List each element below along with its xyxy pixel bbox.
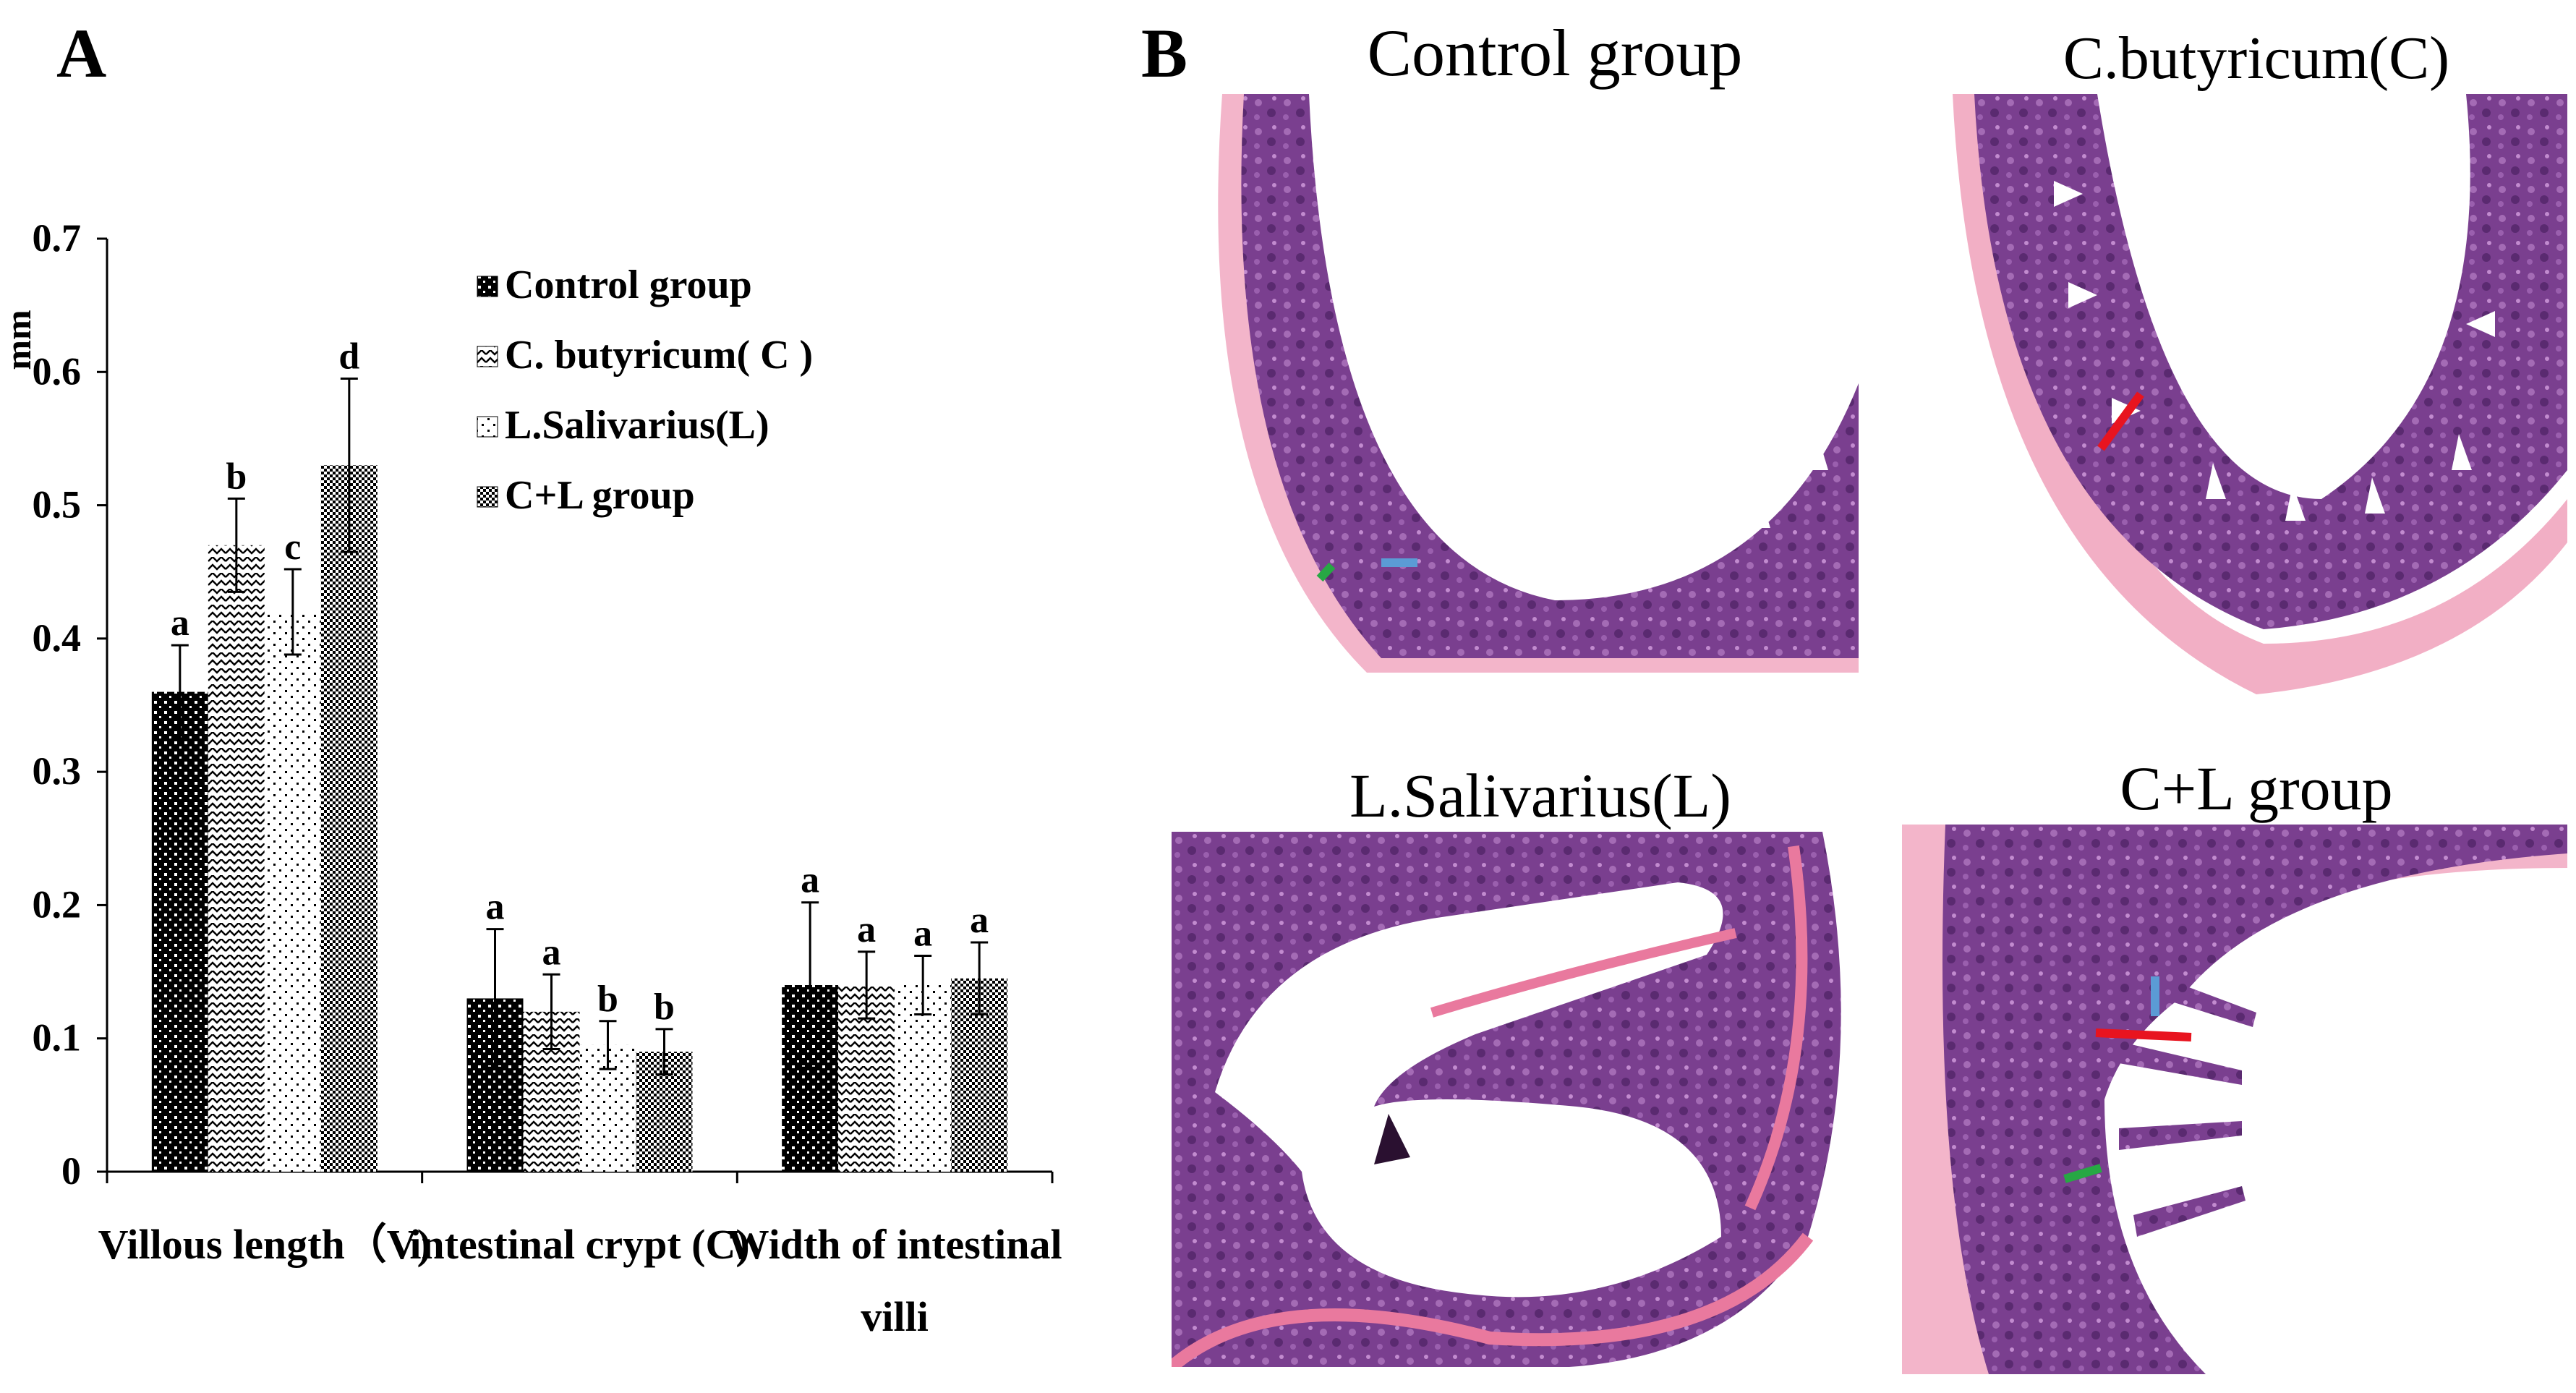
panel-b-label: B xyxy=(1141,14,1188,92)
cl-group-micrograph xyxy=(1902,825,2567,1374)
significance-letter: c xyxy=(284,527,301,568)
bar xyxy=(151,691,208,1172)
control-group-micrograph xyxy=(1164,94,1859,673)
cbutyricum-title: C.butyricum(C) xyxy=(2063,25,2450,92)
y-tick-label: 0 xyxy=(61,1149,81,1193)
legend-label: C. butyricum( C ) xyxy=(505,333,813,378)
villus-width-marker xyxy=(1316,562,1336,582)
villus-length-marker xyxy=(2097,391,2144,451)
control-group-title: Control group xyxy=(1367,16,1743,90)
cbutyricum-micrograph xyxy=(1945,94,2567,694)
significance-letter: a xyxy=(486,887,505,928)
significance-letter: a xyxy=(801,860,819,901)
y-tick-label: 0.3 xyxy=(33,749,82,793)
significance-letter: b xyxy=(654,987,675,1028)
legend-swatch xyxy=(477,486,498,508)
significance-letter: a xyxy=(542,932,561,973)
x-tick-label: Width of intestinal xyxy=(728,1221,1062,1268)
y-axis-label: mm xyxy=(0,310,38,370)
bar xyxy=(264,612,321,1172)
lsalivarius-micrograph xyxy=(1172,832,1851,1367)
significance-letter: a xyxy=(913,913,932,954)
legend-label: C+L group xyxy=(505,473,695,518)
legend-swatch xyxy=(477,276,498,297)
significance-letter: a xyxy=(857,909,876,950)
significance-letter: a xyxy=(171,602,189,644)
y-tick-label: 0.1 xyxy=(33,1016,82,1060)
cl-group-title: C+L group xyxy=(2120,754,2393,823)
x-tick-label: Villous length（V) xyxy=(98,1221,431,1268)
chart-legend: Control group C. butyricum( C ) L.Salivari… xyxy=(477,263,813,518)
villus-length-marker xyxy=(2095,1028,2192,1041)
chart-bars xyxy=(151,378,1008,1172)
legend-swatch xyxy=(477,346,498,367)
y-tick-label: 0.7 xyxy=(33,216,82,260)
y-tick-label: 0.2 xyxy=(33,882,82,926)
bar xyxy=(895,985,952,1172)
significance-letter: a xyxy=(970,900,989,941)
y-tick-label: 0.6 xyxy=(33,349,82,393)
bar xyxy=(320,465,378,1172)
lsalivarius-title: L.Salivarius(L) xyxy=(1349,761,1731,830)
y-tick-label: 0.4 xyxy=(33,616,82,660)
bar xyxy=(208,545,265,1172)
significance-letter: d xyxy=(338,336,359,378)
significance-letter: b xyxy=(226,456,247,497)
panel-a-label: A xyxy=(56,14,107,92)
legend-label: Control group xyxy=(505,263,752,307)
legend-label: L.Salivarius(L) xyxy=(505,403,769,448)
legend-swatch xyxy=(477,416,498,438)
significance-letter: b xyxy=(597,979,618,1020)
villus-width-marker xyxy=(2063,1164,2102,1183)
x-tick-label: intestinal crypt (C) xyxy=(409,1221,749,1268)
x-tick-label: villi xyxy=(861,1293,928,1340)
y-tick-label: 0.5 xyxy=(33,483,82,527)
